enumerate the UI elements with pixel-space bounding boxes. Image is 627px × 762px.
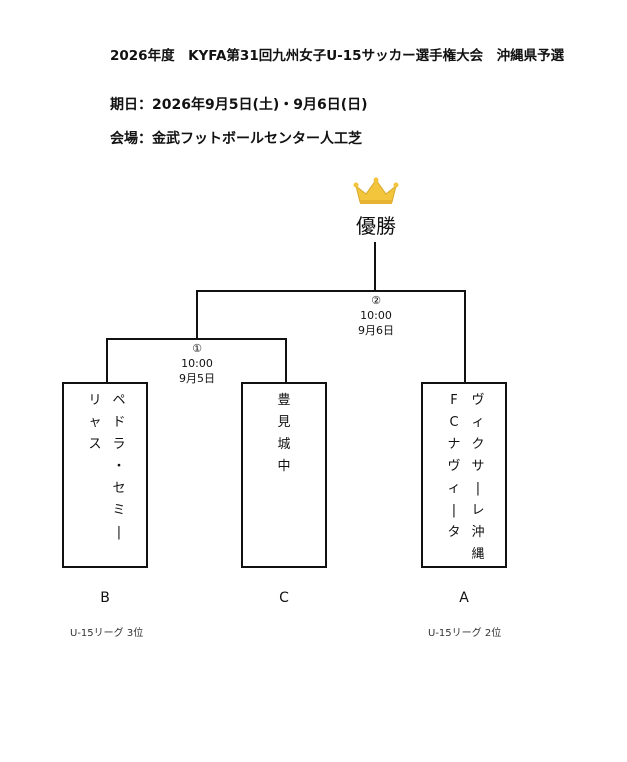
team-box-tomigusuku: 豊見城中: [241, 382, 327, 568]
team-name-column: リャス: [88, 393, 102, 452]
event-dates: 期日：2026年9月5日(土)・9月6日(日): [110, 97, 368, 113]
match-1-number: ①: [192, 342, 202, 355]
champion-label: 優勝: [356, 214, 396, 238]
team-name-column: ヴィクサ|レ沖縄: [471, 393, 485, 562]
final-left-drop-line: [196, 290, 198, 340]
team-name-column: ペドラ・セミ|: [112, 393, 126, 540]
match-1-date: 9月5日: [179, 372, 215, 385]
seed-label: B: [100, 590, 110, 606]
event-venue: 会場：金武フットボールセンター人工芝: [110, 131, 362, 147]
seed-label: C: [279, 590, 289, 606]
match-2-date: 9月6日: [358, 324, 394, 337]
final-bar-line: [196, 290, 466, 292]
league-rank: U-15リーグ 2位: [428, 628, 502, 639]
league-rank: U-15リーグ 3位: [70, 628, 144, 639]
semi-left-drop-line: [106, 338, 108, 382]
seed-label: A: [459, 590, 469, 606]
semi-bar-line: [106, 338, 287, 340]
team-box-pedra: ペドラ・セミ| リャス: [62, 382, 148, 568]
match-1-time: 10:00: [181, 357, 213, 370]
final-right-drop-line: [464, 290, 466, 382]
final-stem-line: [374, 242, 376, 292]
semi-right-drop-line: [285, 338, 287, 382]
match-2-info: ② 10:00 9月6日: [346, 293, 406, 338]
document-title: 2026年度 KYFA第31回九州女子U-15サッカー選手権大会 沖縄県予選: [110, 48, 565, 64]
match-2-number: ②: [371, 294, 381, 307]
crown-icon: [353, 177, 399, 204]
match-1-info: ① 10:00 9月5日: [167, 341, 227, 386]
team-name-column: 豊見城中: [277, 393, 291, 474]
match-2-time: 10:00: [360, 309, 392, 322]
